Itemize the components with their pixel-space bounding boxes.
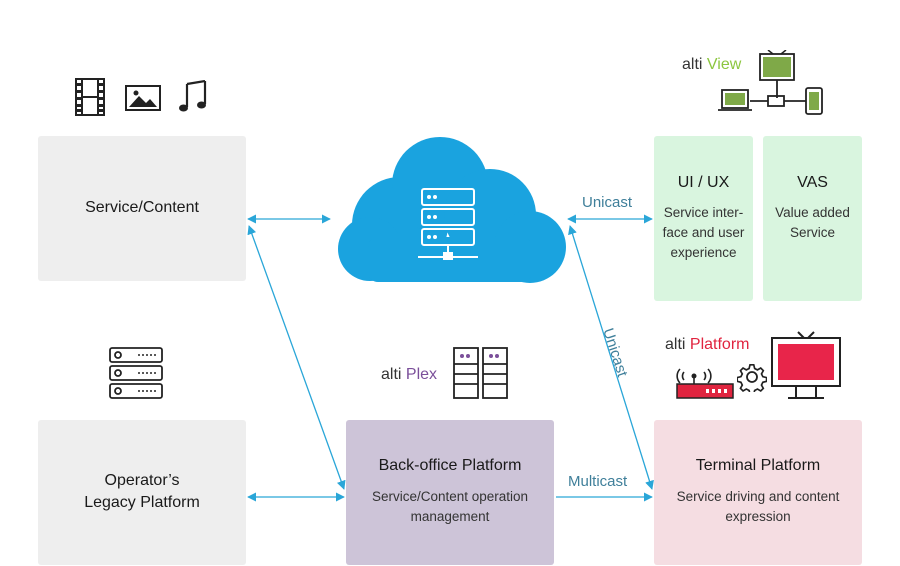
alti-platform-name: Platform: [689, 336, 750, 353]
service-content-box: Service/Content: [38, 136, 246, 281]
vas-title: VAS: [797, 174, 828, 191]
image-icon: [125, 85, 161, 111]
legacy-platform-title: Operator’s Legacy Platform: [84, 472, 200, 511]
service-content-title: Service/Content: [85, 199, 199, 216]
backoffice-title: Back-office Platform: [378, 457, 522, 474]
uiux-box: UI / UX Service inter- face and user exp…: [654, 136, 753, 301]
legacy-platform-box: Operator’s Legacy Platform: [38, 420, 246, 565]
alti-view-name: View: [706, 56, 742, 73]
backoffice-platform-box: Back-office Platform Service/Content ope…: [346, 420, 554, 565]
alti-view-prefix: alti: [682, 56, 703, 73]
vas-subtitle: Value added Service: [775, 205, 850, 240]
alti-plex-name: Plex: [405, 366, 438, 383]
vas-box: VAS Value added Service: [763, 136, 862, 301]
alti-platform-label: alti Platform: [665, 336, 749, 354]
alti-platform-prefix: alti: [665, 336, 686, 353]
backoffice-subtitle: Service/Content operation management: [371, 489, 529, 524]
alti-view-label: alti View: [682, 56, 741, 74]
plex-servers-icon: [453, 347, 508, 399]
film-icon: [75, 78, 105, 116]
arrow-service-backoffice: [247, 225, 346, 490]
alti-plex-prefix: alti: [381, 366, 402, 383]
music-icon: [179, 80, 207, 112]
gear-icon: [737, 363, 767, 392]
tv-icon: [771, 331, 841, 399]
server-stack-icon: [109, 347, 163, 399]
devices-network-icon: [718, 50, 823, 115]
router-icon: [676, 368, 734, 399]
uiux-subtitle: Service inter- face and user experience: [662, 205, 745, 260]
uiux-title: UI / UX: [677, 174, 730, 191]
alti-plex-label: alti Plex: [381, 366, 437, 384]
terminal-title: Terminal Platform: [695, 457, 821, 474]
terminal-subtitle: Service driving and content expression: [676, 489, 840, 524]
arrow-cloud-terminal: [568, 225, 654, 490]
cloud-server-icon: [338, 137, 566, 283]
terminal-platform-box: Terminal Platform Service driving and co…: [654, 420, 862, 565]
unicast-label-top: Unicast: [582, 194, 633, 211]
